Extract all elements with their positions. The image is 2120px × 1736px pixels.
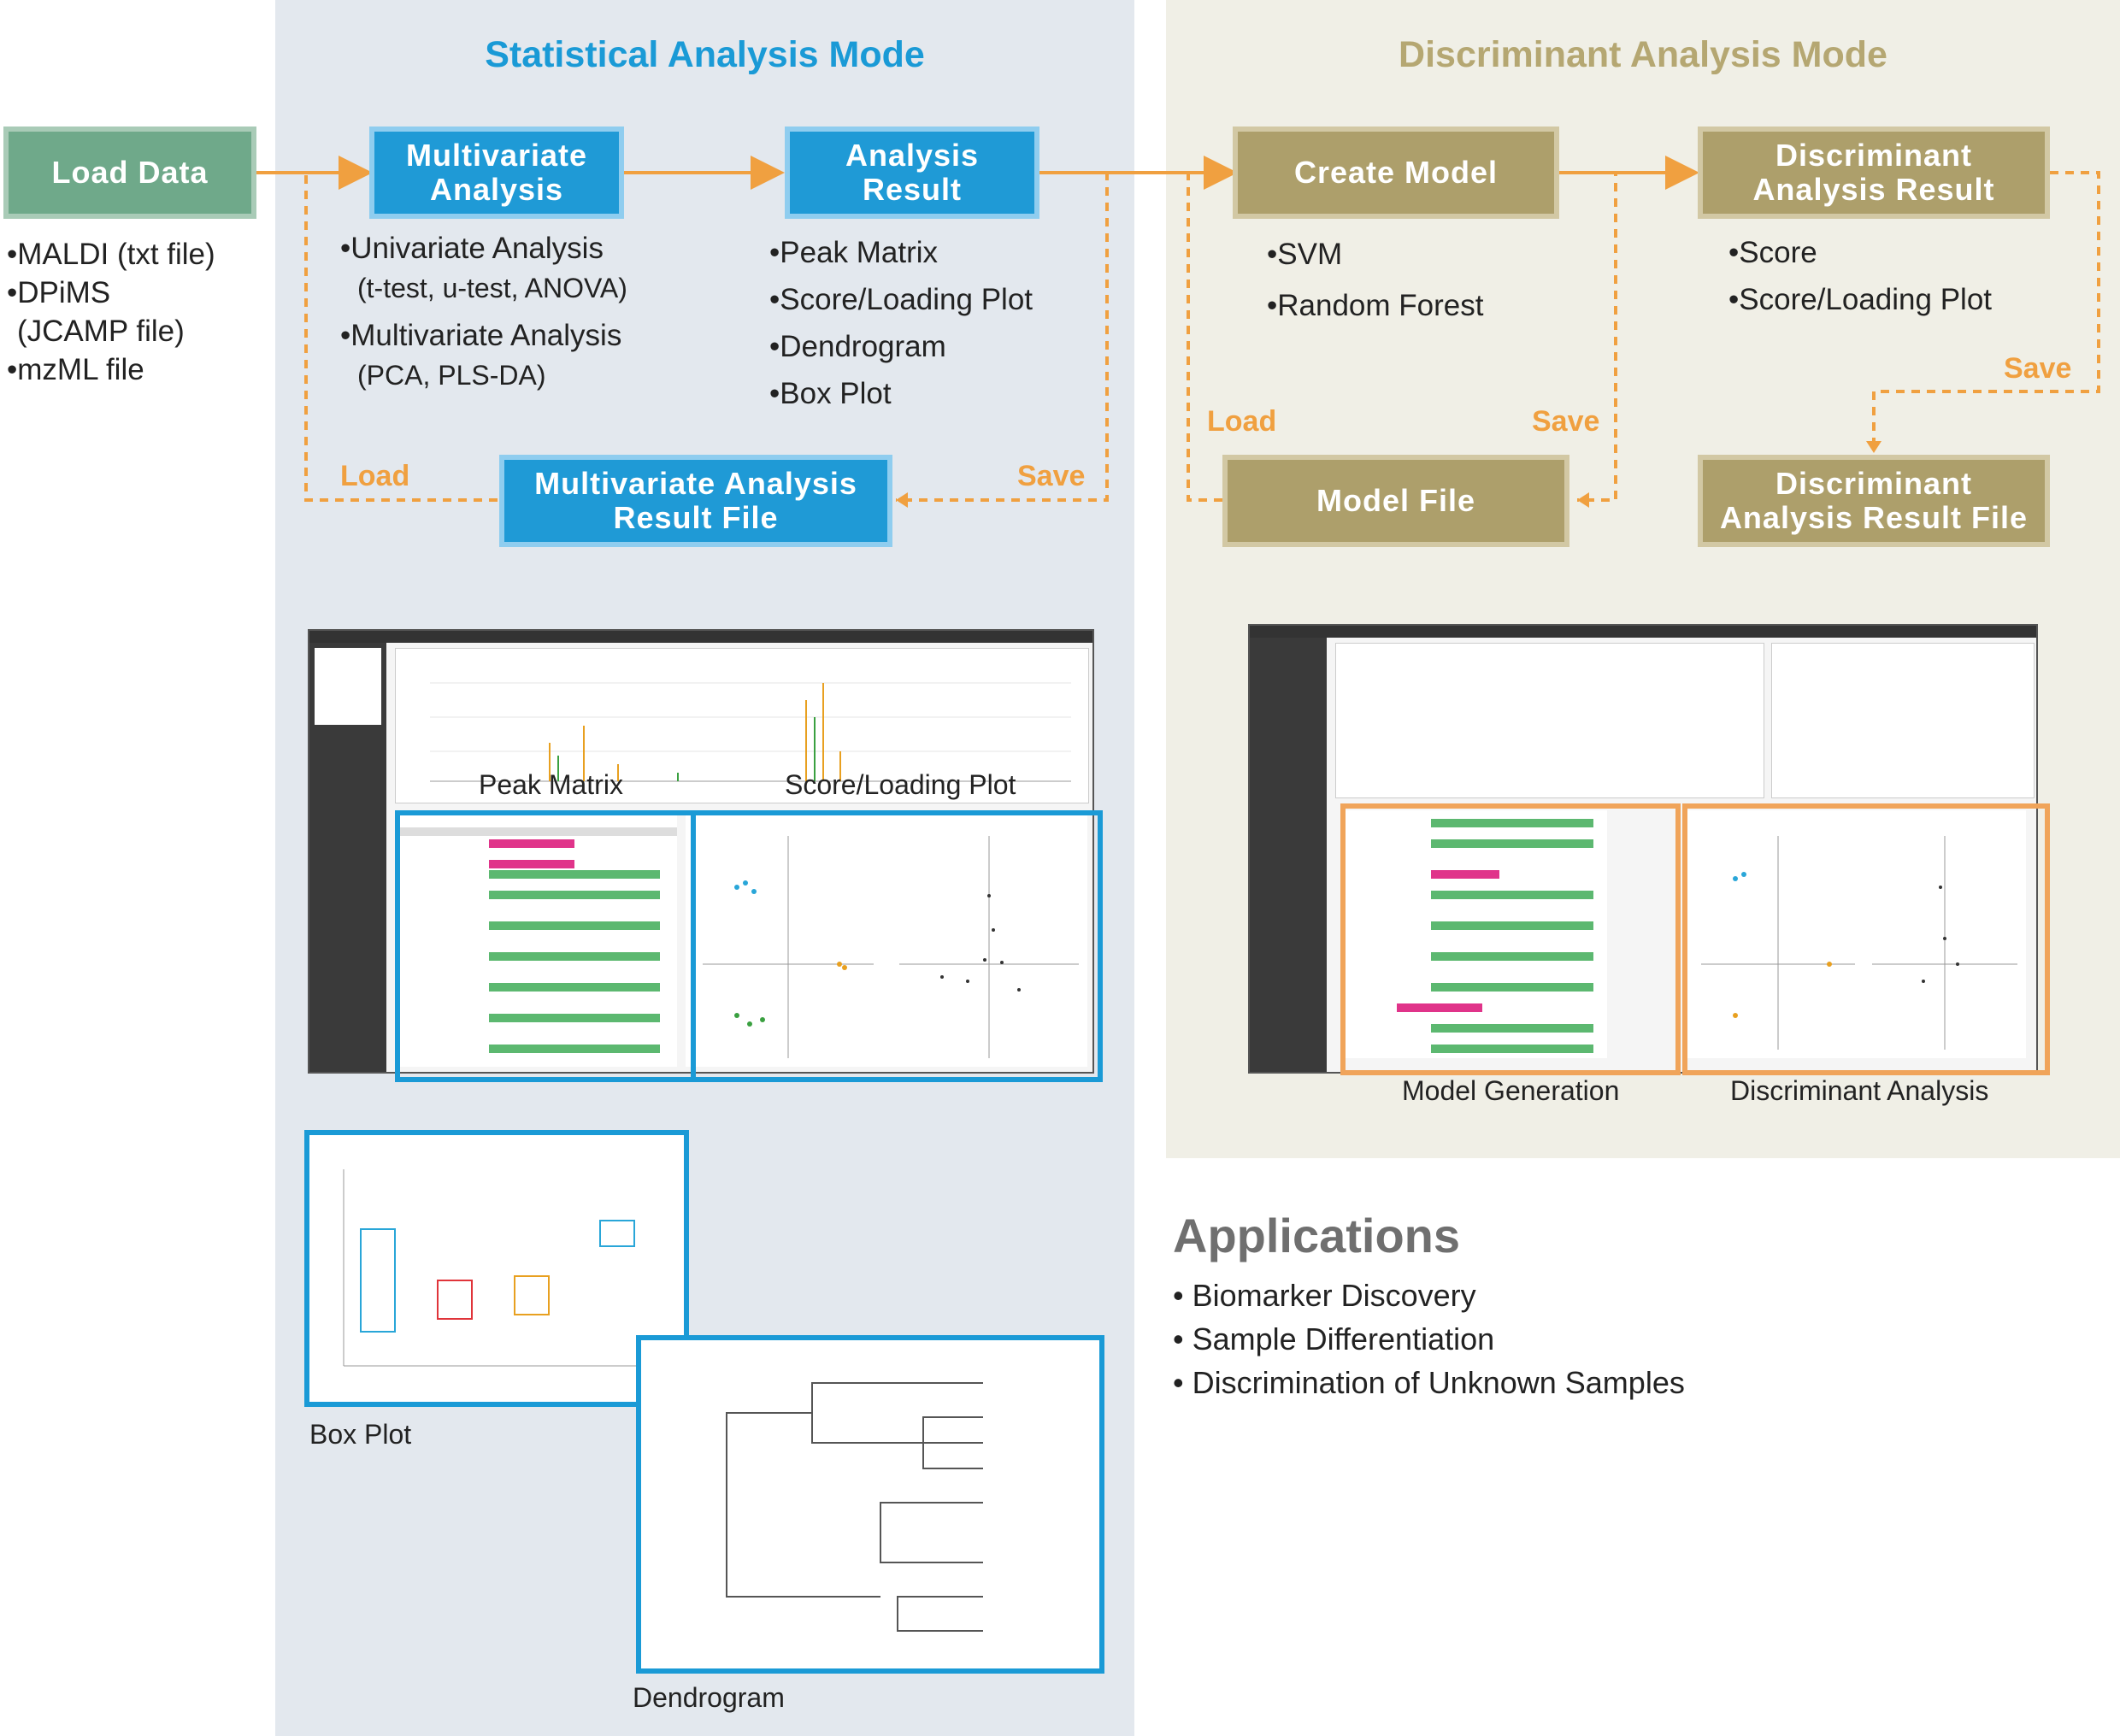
model-file-label: Model File (1316, 483, 1475, 518)
analysis-result-label: Analysis Result (845, 138, 980, 207)
model-settings (1335, 643, 1764, 798)
mva-result-file-box: Multivariate Analysis Result File (499, 455, 892, 547)
list-item: •mzML file (7, 353, 144, 386)
multivariate-analysis-screenshot (308, 629, 1094, 1074)
list-item: •Dendrogram (769, 330, 946, 363)
create-model-box: Create Model (1233, 127, 1559, 219)
window-titlebar (1250, 626, 2036, 638)
list-item: •Score/Loading Plot (769, 283, 1034, 316)
peak-matrix-highlight (395, 810, 696, 1082)
list-item: •Multivariate Analysis (340, 319, 622, 352)
multivariate-analysis-label: Multivariate Analysis (405, 138, 588, 207)
applications-title: Applications (1173, 1209, 1461, 1262)
dashed-save-right (1564, 171, 1617, 502)
discriminant-result-file-box: Discriminant Analysis Result File (1698, 455, 2050, 547)
window-titlebar (309, 631, 1092, 643)
caption-score-loading: Score/Loading Plot (785, 769, 1016, 800)
box-plot-screenshot (304, 1130, 689, 1407)
analysis-result-box: Analysis Result (785, 127, 1039, 219)
peak-matrix-table (395, 810, 677, 1067)
list-item: •Box Plot (769, 377, 892, 410)
result-list: •Peak Matrix •Score/Loading Plot •Dendro… (769, 229, 1033, 417)
load-label-right: Load (1207, 405, 1277, 438)
load-data-list: •MALDI (txt file) •DPiMS (JCAMP file) •m… (7, 235, 215, 389)
model-list: •SVM •Random Forest (1267, 229, 1483, 332)
load-data-label: Load Data (51, 155, 209, 190)
statistical-mode-title: Statistical Analysis Mode (485, 34, 925, 75)
list-item: • Biomarker Discovery (1173, 1278, 1476, 1313)
discriminant-result-label: Discriminant Analysis Result (1752, 138, 1995, 207)
discriminant-plot (1684, 810, 2026, 1058)
load-data-box: Load Data (3, 127, 256, 219)
list-item: (t-test, u-test, ANOVA) (357, 273, 627, 303)
sample-graph (395, 648, 1089, 803)
list-item: (JCAMP file) (17, 315, 185, 348)
mva-result-file-label: Multivariate Analysis Result File (534, 466, 857, 535)
list-item: • Sample Differentiation (1173, 1321, 1495, 1356)
caption-discriminant-analysis: Discriminant Analysis (1730, 1075, 1989, 1106)
model-file-box: Model File (1222, 455, 1569, 547)
score-loading-plot (686, 810, 1087, 1067)
disc-result-list: •Score •Score/Loading Plot (1728, 229, 1992, 323)
save-label-right: Save (1532, 405, 1600, 438)
multivariate-analysis-box: Multivariate Analysis (369, 127, 624, 219)
caption-box-plot: Box Plot (309, 1419, 412, 1450)
discriminant-analysis-screenshot (1248, 624, 2038, 1074)
caption-peak-matrix: Peak Matrix (479, 769, 623, 800)
load-label-left: Load (340, 460, 410, 492)
sample-list (315, 648, 381, 725)
caption-model-generation: Model Generation (1402, 1075, 1620, 1106)
list-item: •Peak Matrix (769, 236, 939, 269)
score-loading-highlight (691, 810, 1103, 1082)
discriminant-mode-title: Discriminant Analysis Mode (1399, 34, 1887, 75)
applications-list: • Biomarker Discovery • Sample Different… (1173, 1274, 1685, 1404)
save-label-left: Save (1017, 460, 1086, 492)
dashed-load-right (1187, 171, 1222, 502)
parameters-sidebar (1250, 638, 1327, 1072)
model-generation-highlight (1340, 803, 1681, 1075)
list-item: • Discrimination of Unknown Samples (1173, 1365, 1685, 1400)
caption-dendrogram: Dendrogram (633, 1682, 785, 1713)
dendrogram-screenshot (636, 1335, 1104, 1674)
mva-list: •Univariate Analysis (t-test, u-test, AN… (340, 229, 627, 395)
list-item: •Univariate Analysis (340, 232, 604, 265)
list-item: •MALDI (txt file) (7, 238, 215, 271)
dashed-save-far-right (1872, 171, 2100, 449)
list-item: •SVM (1267, 238, 1343, 271)
list-item: •Random Forest (1267, 289, 1484, 322)
dashed-load-left (304, 171, 498, 502)
create-model-label: Create Model (1293, 155, 1499, 190)
discriminant-result-file-label: Discriminant Analysis Result File (1719, 466, 2029, 535)
dashed-save-left (896, 171, 1109, 502)
list-item: •Score/Loading Plot (1728, 283, 1993, 316)
discriminant-result-box: Discriminant Analysis Result (1698, 127, 2050, 219)
list-item: •DPiMS (7, 276, 111, 309)
sample-name-result (1771, 643, 2035, 798)
save-label-far-right: Save (2004, 352, 2072, 385)
list-item: (PCA, PLS-DA) (357, 360, 546, 391)
model-generation-table (1346, 810, 1607, 1058)
discriminant-analysis-highlight (1682, 803, 2050, 1075)
list-item: •Score (1728, 236, 1817, 269)
